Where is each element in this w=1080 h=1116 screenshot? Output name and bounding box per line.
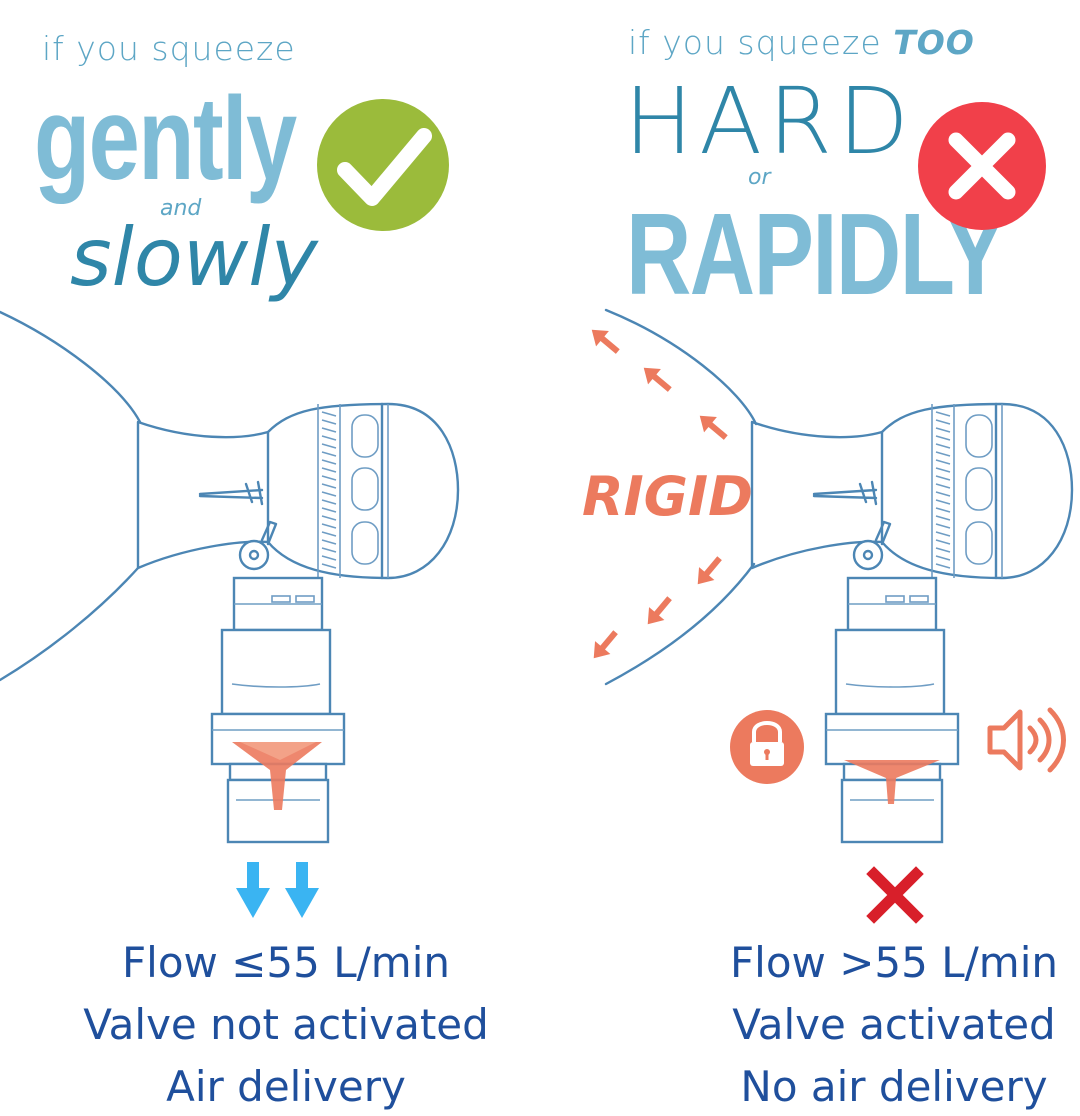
left-caption-valve: Valve not activated <box>83 1000 489 1049</box>
left-connector-and: and <box>160 196 202 221</box>
left-word-gently: gently <box>34 73 297 205</box>
right-lead-main: if you squeeze <box>628 23 882 62</box>
check-icon <box>317 99 449 231</box>
rigid-arrows <box>591 329 728 659</box>
left-bag-top <box>0 310 142 424</box>
left-valve-membrane <box>232 742 322 810</box>
right-caption-flow: Flow >55 L/min <box>730 938 1058 987</box>
right-caption-air: No air delivery <box>740 1062 1048 1111</box>
left-device <box>136 402 460 844</box>
right-connector-or: or <box>748 165 771 190</box>
lock-icon <box>730 710 804 784</box>
right-device <box>750 402 1074 844</box>
left-caption-flow: Flow ≤55 L/min <box>122 938 450 987</box>
right-lead-text: if you squeeze TOO <box>628 26 975 59</box>
cross-icon <box>918 102 1046 230</box>
speaker-icon <box>987 707 1066 773</box>
left-caption-air: Air delivery <box>166 1062 406 1111</box>
left-bag-bottom <box>0 566 140 682</box>
right-caption-valve: Valve activated <box>732 1000 1056 1049</box>
right-lead-emphasis: TOO <box>893 23 975 62</box>
right-bag-top <box>604 308 758 426</box>
left-word-slowly: slowly <box>70 211 318 304</box>
blocked-x-icon <box>866 866 924 924</box>
right-word-hard: HARD <box>624 68 915 175</box>
right-bag-bottom <box>604 562 756 686</box>
left-lead-text: if you squeeze <box>42 29 296 68</box>
right-valve-membrane <box>844 760 940 804</box>
left-flow-arrows <box>236 862 319 918</box>
rigid-label: RIGID <box>582 465 753 528</box>
